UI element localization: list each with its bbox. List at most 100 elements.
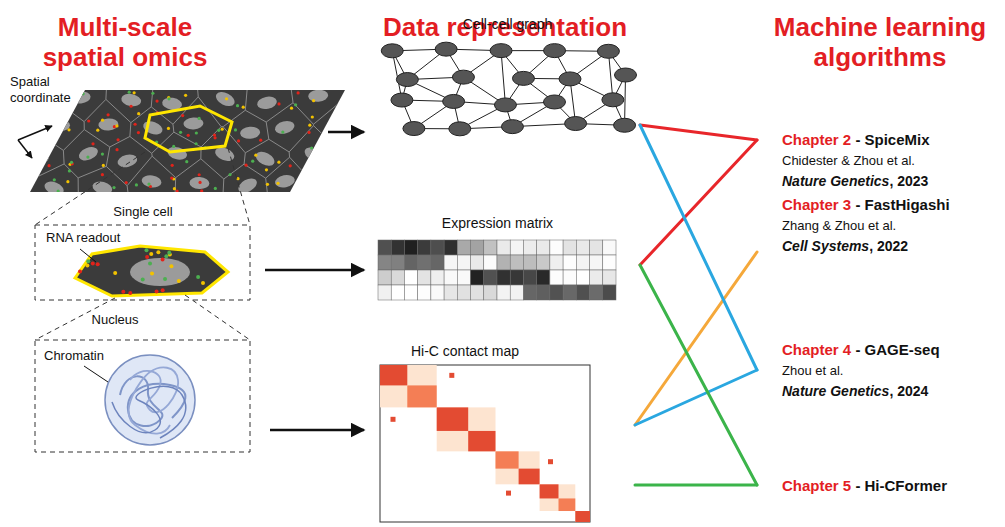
axis-label: Spatial coordinate [10, 74, 90, 106]
rna-dot [198, 117, 201, 120]
rna-dot [234, 128, 237, 131]
text-line: Zhou et al. [782, 360, 1002, 381]
column-heading: Machine learning algorithms [760, 12, 1000, 72]
cell-nucleus [274, 173, 296, 189]
text-line: Cell Systems, 2022 [782, 236, 1002, 256]
rna-dot [80, 88, 83, 91]
rna-dot [133, 123, 136, 126]
leader-line [84, 366, 108, 382]
chapter-entry: Chapter 4- GAGE-seqZhou et al.Nature Gen… [757, 340, 1002, 401]
matrix-cell [431, 240, 444, 255]
cell-nucleus [50, 119, 70, 131]
matrix-cell [457, 285, 470, 300]
rna-dot [96, 262, 100, 266]
rna-dot [164, 254, 168, 258]
text-line: Expression matrix [375, 215, 620, 232]
graph-node [559, 72, 581, 86]
graph-node [597, 44, 619, 58]
loop-dot [391, 417, 396, 422]
graph-node [381, 44, 403, 58]
matrix-cell [590, 285, 603, 300]
rna-dot [113, 271, 117, 275]
rna-dot [167, 127, 170, 130]
graph-node [602, 93, 624, 107]
matrix-cell [431, 255, 444, 270]
matrix-cell [603, 255, 616, 270]
cell-graph-drawing [381, 42, 636, 136]
rna-dot [55, 105, 58, 108]
matrix-cell [537, 255, 550, 270]
rna-dot [311, 115, 314, 118]
rna-dot [147, 182, 150, 185]
rna-dot [213, 133, 216, 136]
nucleus-circle [105, 355, 195, 445]
rna-dot [184, 94, 187, 97]
callout-label: RNA readout [46, 230, 146, 246]
text-line: Nature Genetics, 2023 [782, 171, 1002, 191]
cell-nucleus [302, 145, 325, 165]
matrix-cell [497, 270, 510, 285]
publication-year: , 2024 [889, 383, 928, 399]
matrix-cell [563, 255, 576, 270]
chapter-number: Chapter 5 [782, 477, 851, 494]
connector-line [635, 252, 757, 425]
rna-dot [214, 187, 217, 190]
rna-dot [31, 166, 34, 169]
cell-nucleus [308, 89, 329, 102]
rna-dot [170, 177, 173, 180]
representation-panel: Expression matrix [375, 215, 640, 305]
graph-node [494, 98, 516, 112]
rna-dot [171, 164, 174, 167]
chapter-number: Chapter 3 [782, 196, 851, 213]
rna-dot [31, 125, 34, 128]
matrix-cell [563, 240, 576, 255]
rna-dot [125, 181, 128, 184]
rna-dot [194, 142, 197, 145]
matrix-cell [378, 285, 391, 300]
rna-dot [56, 110, 59, 113]
rna-dot [163, 277, 167, 281]
matrix-cell [523, 240, 536, 255]
matrix-cell [484, 240, 497, 255]
matrix-cell [431, 270, 444, 285]
rna-dot [38, 150, 41, 153]
rna-dot [254, 154, 257, 157]
rna-dot [101, 152, 104, 155]
text-line: Chapter 4- GAGE-seq [782, 340, 1002, 360]
matrix-cell [471, 270, 484, 285]
cell-nucleus [183, 117, 204, 130]
cell-nucleus [43, 179, 66, 198]
matrix-cell [497, 240, 510, 255]
single-cell [75, 246, 228, 296]
rna-dot [175, 189, 178, 192]
loop-dot [548, 459, 553, 464]
connector-line [635, 370, 757, 425]
matrix-cell [484, 285, 497, 300]
matrix-cell [563, 285, 576, 300]
method-name: - SpiceMix [855, 131, 929, 148]
matrix-cell [418, 255, 431, 270]
rna-dot [296, 91, 299, 94]
tad-block [407, 385, 436, 407]
cell-nucleus [141, 174, 162, 189]
matrix-cell [563, 270, 576, 285]
rna-dot [102, 164, 105, 167]
zoom-box [35, 225, 250, 300]
rna-dot [244, 164, 247, 167]
leader-line [80, 249, 96, 262]
rna-dot [277, 161, 280, 164]
rna-dot [265, 168, 268, 171]
matrix-cell [590, 240, 603, 255]
axis-arrow [18, 126, 52, 140]
author-list: Zhang & Zhou et al. [782, 218, 896, 233]
graph-node [452, 70, 474, 84]
matrix-cell [576, 270, 589, 285]
matrix-cell [550, 285, 563, 300]
rna-dot [145, 255, 149, 259]
graph-node [435, 42, 457, 56]
rna-dot [331, 151, 334, 154]
panel-title: Expression matrix [442, 215, 553, 231]
publication-year: , 2022 [869, 238, 908, 254]
panel-title: Hi-C contact map [411, 343, 519, 359]
method-name: - GAGE-seq [855, 341, 939, 358]
